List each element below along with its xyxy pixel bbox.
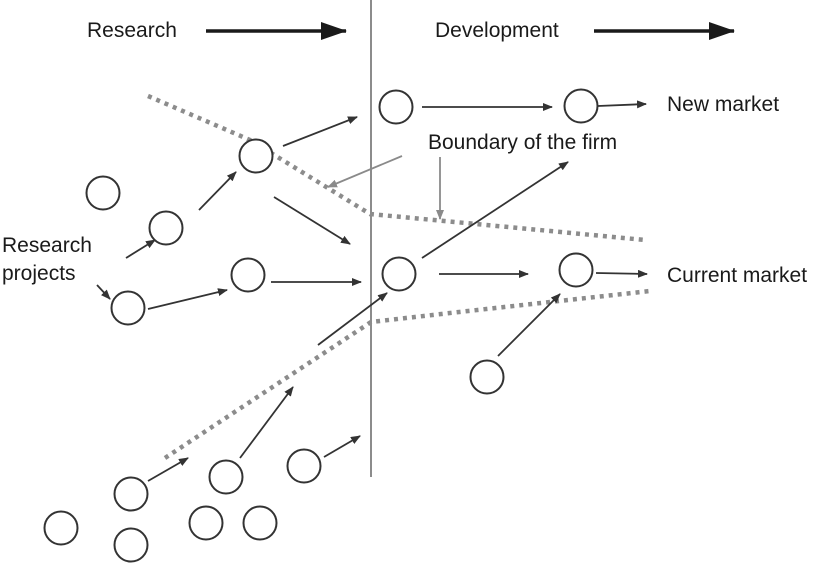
- flow-arrow: [595, 269, 648, 278]
- project-node: [113, 476, 149, 512]
- project-node: [85, 175, 121, 211]
- flow-arrow: [497, 293, 561, 357]
- flow-arrow: [323, 435, 361, 458]
- project-node: [381, 256, 417, 292]
- project-node: [378, 89, 414, 125]
- flow-arrow: [317, 292, 388, 346]
- flow-arrow: [273, 196, 351, 245]
- project-node: [230, 257, 266, 293]
- project-node: [242, 505, 278, 541]
- project-node: [208, 459, 244, 495]
- project-node: [188, 505, 224, 541]
- project-node: [563, 88, 599, 124]
- research-projects-label-line2: projects: [2, 262, 76, 285]
- firm-boundary-upper: [147, 93, 646, 243]
- current-market-label: Current market: [667, 264, 807, 287]
- project-node: [469, 359, 505, 395]
- research-projects-label-line1: Research: [2, 234, 92, 257]
- flow-arrow: [147, 288, 228, 310]
- flow-arrow: [125, 239, 156, 259]
- flow-arrow: [96, 284, 111, 300]
- research-phase-label: Research: [87, 19, 177, 42]
- project-node: [43, 510, 79, 546]
- boundary-callout-arrow-left: [327, 155, 403, 188]
- project-node: [286, 448, 322, 484]
- flow-arrow: [282, 116, 358, 147]
- flow-arrow: [198, 171, 237, 211]
- project-node: [148, 210, 184, 246]
- project-node: [110, 290, 146, 326]
- project-node: [238, 138, 274, 174]
- flow-arrow: [239, 386, 294, 459]
- boundary-label: Boundary of the firm: [428, 131, 617, 154]
- flow-arrow: [421, 161, 569, 259]
- flow-arrow: [147, 457, 189, 482]
- flow-arrow: [597, 100, 647, 109]
- project-node: [558, 252, 594, 288]
- development-phase-label: Development: [435, 19, 559, 42]
- firm-boundary-lower: [163, 288, 651, 460]
- project-node: [113, 527, 149, 563]
- new-market-label: New market: [667, 93, 779, 116]
